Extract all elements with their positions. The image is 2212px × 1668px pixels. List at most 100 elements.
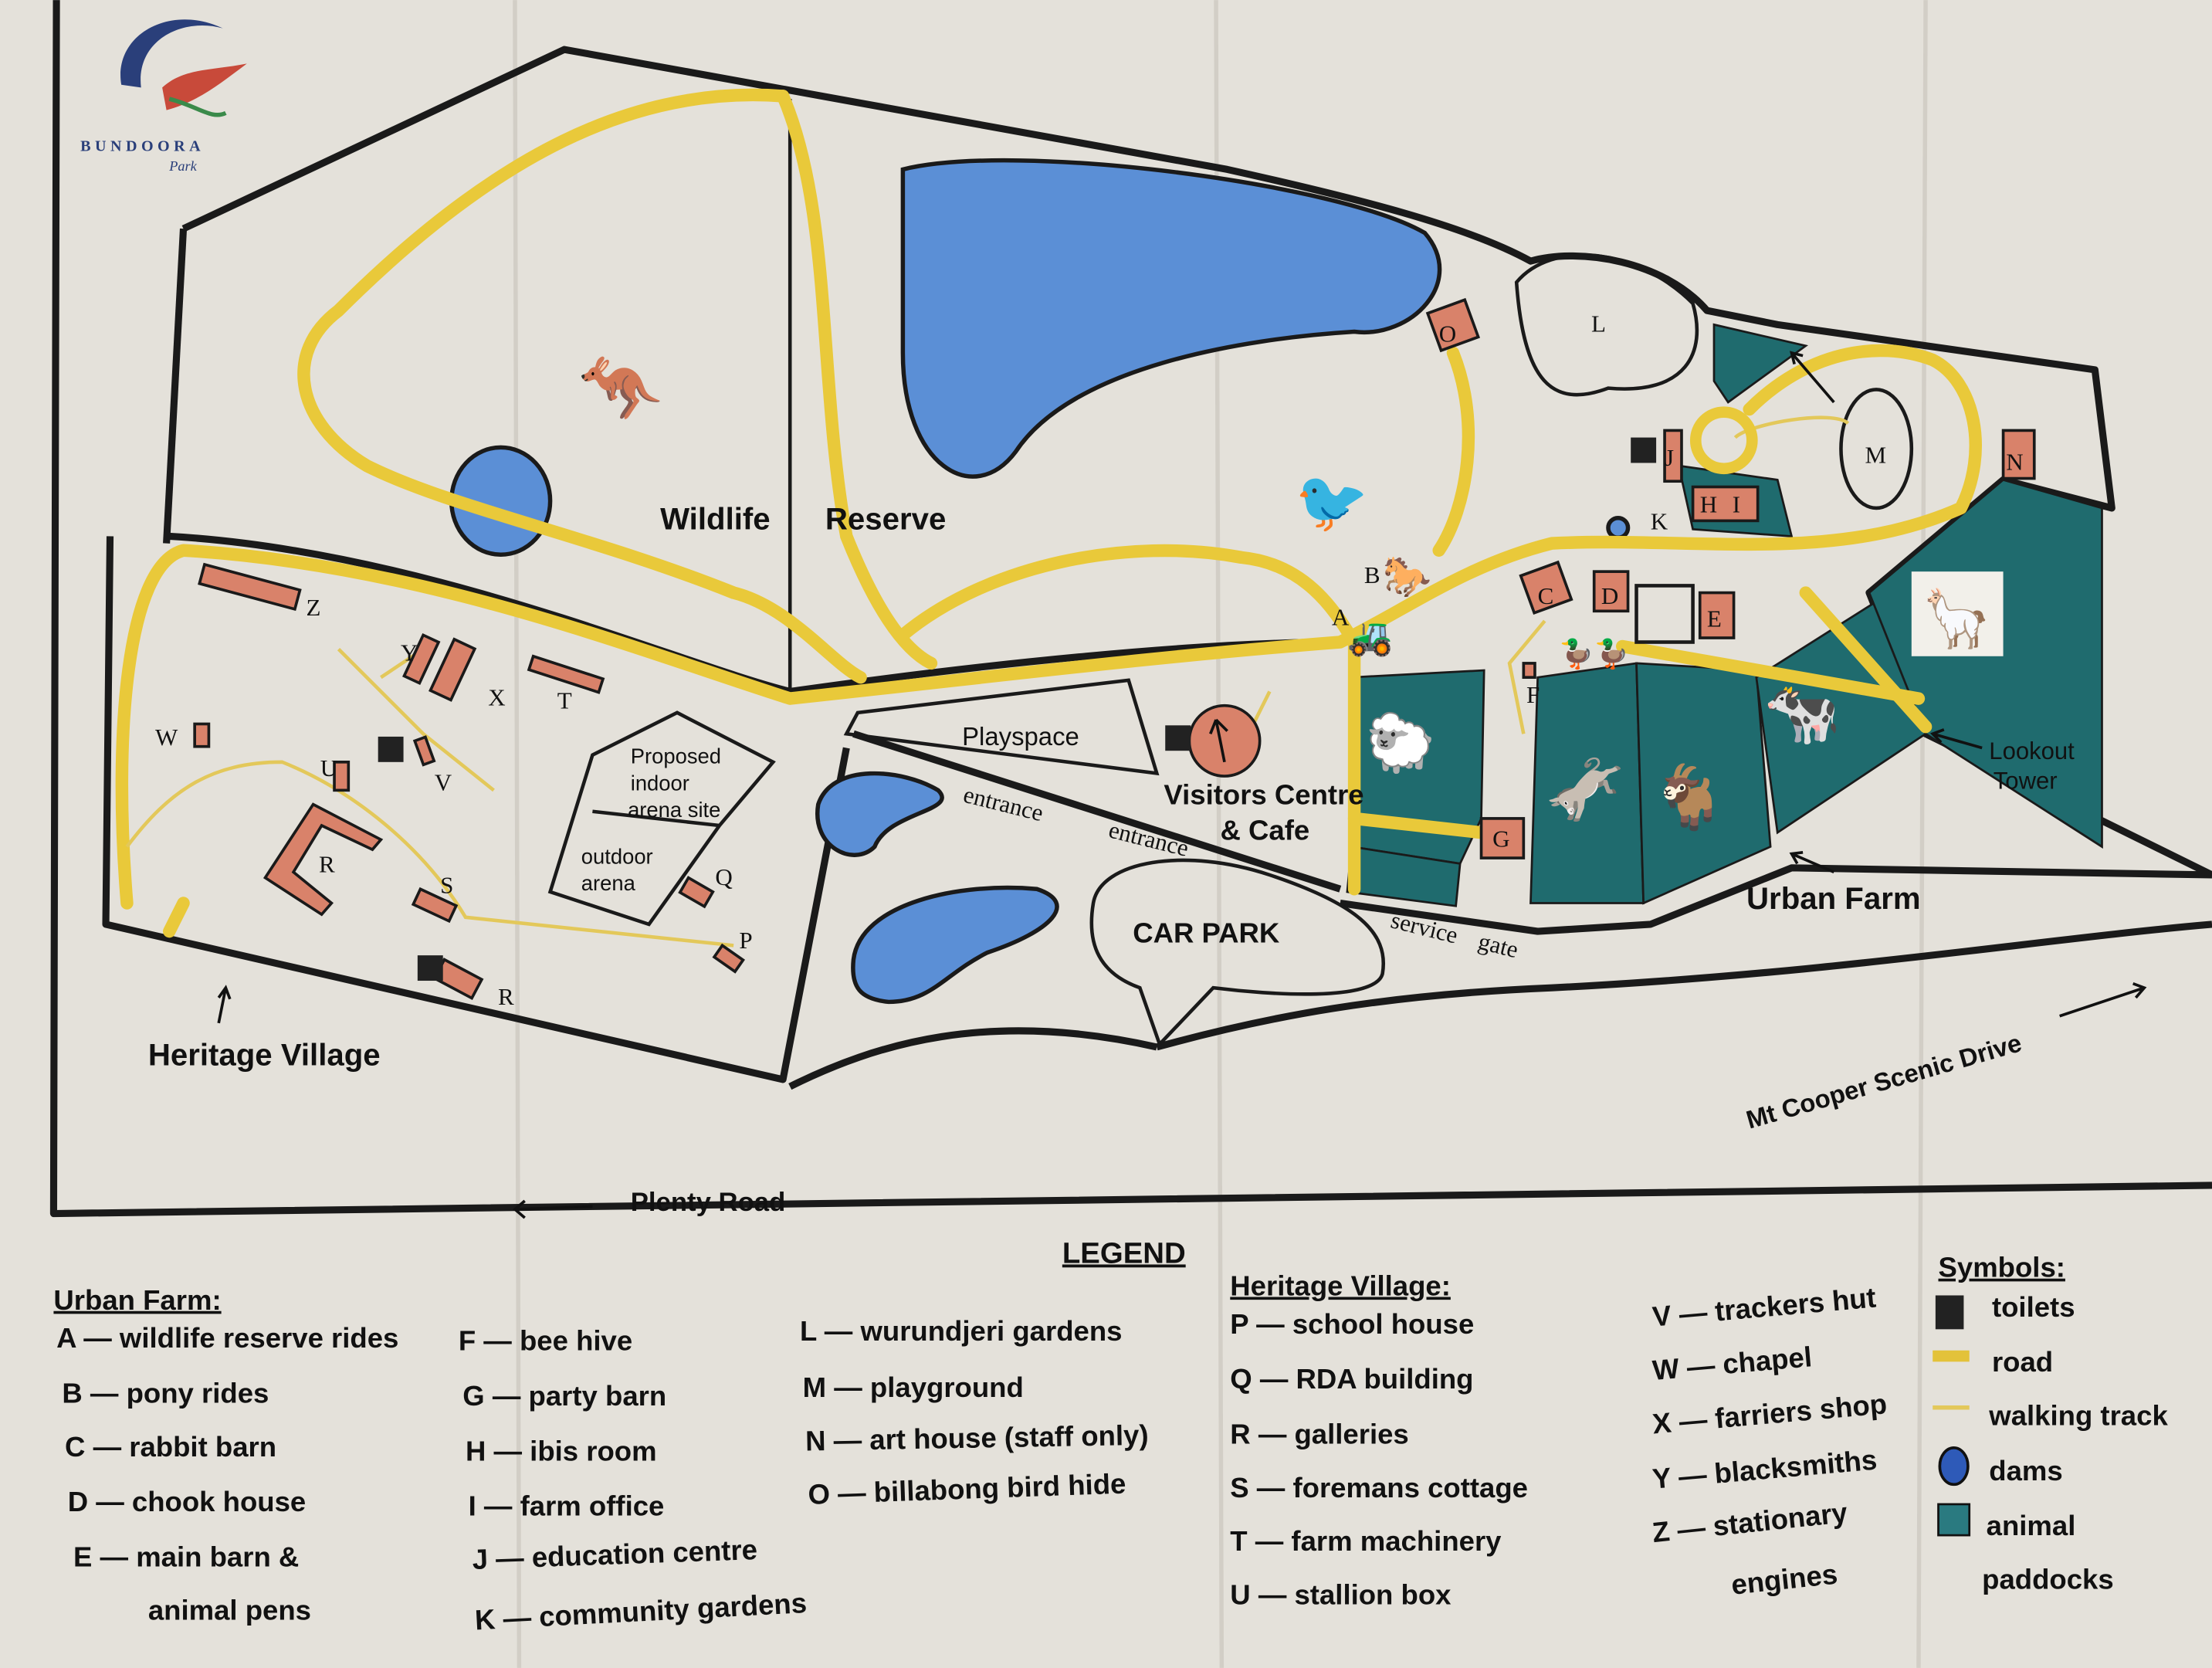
marker-b: B [1364, 561, 1380, 588]
buildings [193, 297, 2036, 1001]
pony-icon: 🐎 [1383, 554, 1432, 598]
toilets-icon [378, 437, 1657, 981]
marker-p: P [739, 927, 752, 954]
marker-o: O [1439, 320, 1456, 347]
label-car-park: CAR PARK [1133, 917, 1280, 949]
roundabout [1689, 406, 1758, 475]
marker-y: Y [401, 639, 418, 666]
playspace-area [843, 678, 1160, 776]
urban-farm-boundary [1340, 864, 2212, 935]
marker-m: M [1865, 441, 1887, 468]
sheep-icon: 🐑 [1366, 709, 1436, 775]
label-plenty-road: Plenty Road [631, 1188, 786, 1217]
legend-symbol-dams: dams [1989, 1455, 2062, 1487]
logo-text: BUNDOORA [80, 138, 205, 155]
label-proposed: Proposed [631, 744, 721, 768]
label-outdoor: outdoor [581, 844, 653, 868]
entrance-road [852, 730, 1342, 893]
marker-f: F [1526, 681, 1540, 708]
marker-a: A [1332, 604, 1350, 631]
area-l [1514, 253, 1699, 397]
legend-item: animal pens [148, 1595, 311, 1626]
cow-icon: 🐄 [1763, 678, 1841, 748]
label-arena-site: arena site [628, 798, 720, 822]
legend-item: E — main barn & [73, 1541, 299, 1572]
label-wildlife: Wildlife [660, 501, 771, 536]
marker-z: Z [306, 594, 320, 621]
ducks-icon: 🦆🦆 [1559, 637, 1629, 671]
paddock-swatch [1937, 1503, 1971, 1537]
road-swatch [1933, 1350, 1970, 1362]
legend-item: U — stallion box [1230, 1579, 1452, 1611]
legend-symbol-toilets: toilets [1992, 1291, 2075, 1323]
marker-k: K [1651, 507, 1668, 534]
legend-title: LEGEND [1062, 1236, 1186, 1270]
marker-l: L [1591, 310, 1606, 337]
legend-item: L — wurundjeri gardens [800, 1315, 1122, 1347]
legend-heading-symbols: Symbols: [1939, 1252, 2065, 1283]
dam-carpark [851, 885, 1059, 1005]
legend-item: Q — RDA building [1230, 1363, 1473, 1395]
toilets-icon [1935, 1295, 1964, 1330]
legend: LEGEND Urban Farm: A — wildlife reserve … [53, 1236, 2168, 1636]
legend-symbol-paddocks: paddocks [1982, 1564, 2114, 1595]
legend-item: P — school house [1230, 1308, 1474, 1340]
legend-item: D — chook house [68, 1486, 307, 1517]
donkey-icon: 🫏 [1545, 753, 1626, 826]
goat-icon: 🐐 [1651, 762, 1728, 832]
legend-item: C — rabbit barn [65, 1431, 276, 1463]
marker-v: V [435, 768, 452, 795]
map-markers: A B C D E F G H I J K L M N O P Q R R S … [155, 310, 2024, 1011]
walking-track-swatch [1933, 1405, 1970, 1410]
legend-symbol-animal: animal [1987, 1510, 2076, 1541]
plenty-road-boundary [49, 0, 2212, 1218]
legend-item: I — farm office [469, 1490, 665, 1522]
arena-area [547, 710, 776, 927]
pens [1634, 584, 1695, 644]
legend-item: S — foremans cottage [1230, 1472, 1528, 1504]
legend-item: H — ibis room [466, 1435, 657, 1466]
legend-item: G — party barn [462, 1380, 666, 1412]
marker-j: J [1665, 444, 1674, 471]
marker-s: S [440, 872, 453, 899]
label-tower: Tower [1994, 768, 2058, 795]
marker-q: Q [715, 863, 732, 890]
roads [115, 88, 1982, 938]
marker-e: E [1707, 605, 1722, 632]
legend-item: A — wildlife reserve rides [56, 1322, 398, 1354]
label-arena: arena [581, 871, 636, 895]
legend-item: F — bee hive [459, 1325, 632, 1357]
legend-item: N — art house (staff only) [805, 1419, 1149, 1457]
mt-cooper-drive [1156, 920, 2212, 1051]
marker-r: R [319, 850, 335, 877]
dam-icon [1938, 1446, 1970, 1487]
label-indoor: indoor [631, 771, 689, 795]
road-edge [788, 1027, 1158, 1090]
visitors-centre-building [1187, 703, 1262, 778]
alpaca-card [1911, 571, 2004, 656]
dam-entrance [815, 771, 944, 857]
marker-n: N [2006, 449, 2023, 476]
dam-tiny [1606, 515, 1631, 541]
marker-g: G [1492, 825, 1509, 852]
logo-subtext: Park [168, 158, 197, 174]
bundoora-park-logo: BUNDOORA Park [80, 19, 247, 174]
alpaca-icon: 🦙 [1922, 586, 1992, 650]
label-reserve: Reserve [825, 501, 946, 536]
heritage-village-boundary [102, 536, 850, 1083]
marker-h: H [1700, 490, 1717, 517]
marker-d: D [1601, 582, 1618, 609]
label-heritage-village: Heritage Village [148, 1038, 381, 1073]
reserve-boundary [181, 46, 2212, 879]
legend-item: B — pony rides [62, 1377, 269, 1409]
legend-item: T — farm machinery [1230, 1525, 1502, 1557]
car-park-area [1089, 858, 1385, 1048]
area-m-playground [1839, 388, 1914, 510]
arrow-icon [1209, 718, 1228, 763]
legend-heading-urban-farm: Urban Farm: [53, 1284, 221, 1316]
marker-w: W [155, 724, 178, 751]
arrow-icons [217, 351, 2147, 1219]
animal-illustrations: 🦘 🐦 🐎 🚜 🐑 🫏 🐐 🐄 🦙 🦆🦆 [578, 351, 2004, 832]
marker-i: I [1733, 490, 1740, 517]
dam-large [900, 158, 1442, 479]
